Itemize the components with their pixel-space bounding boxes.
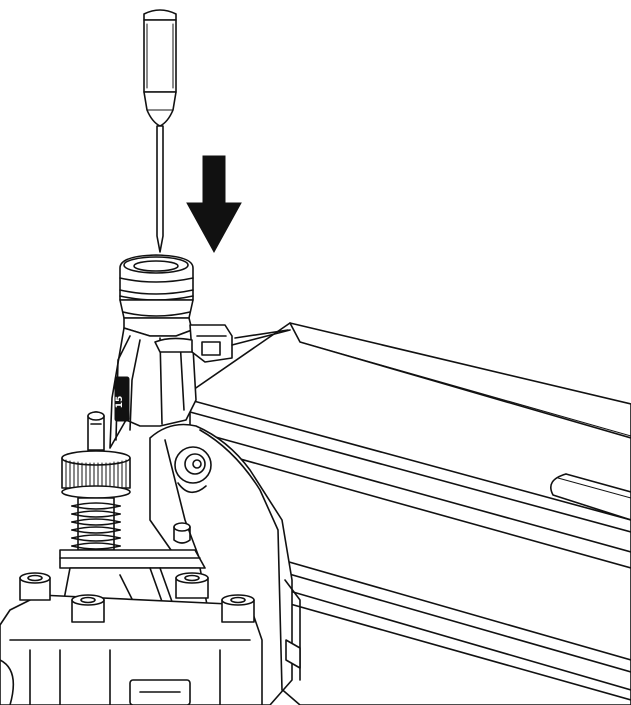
bolt: [175, 572, 209, 599]
down-arrow: [186, 155, 242, 254]
depth-adjust-post: 15: [0, 254, 301, 705]
bolt: [71, 594, 105, 623]
bolt: [19, 572, 51, 601]
label-mark: 15: [115, 396, 125, 409]
bolt: [221, 594, 255, 623]
screwdriver: [143, 9, 177, 253]
